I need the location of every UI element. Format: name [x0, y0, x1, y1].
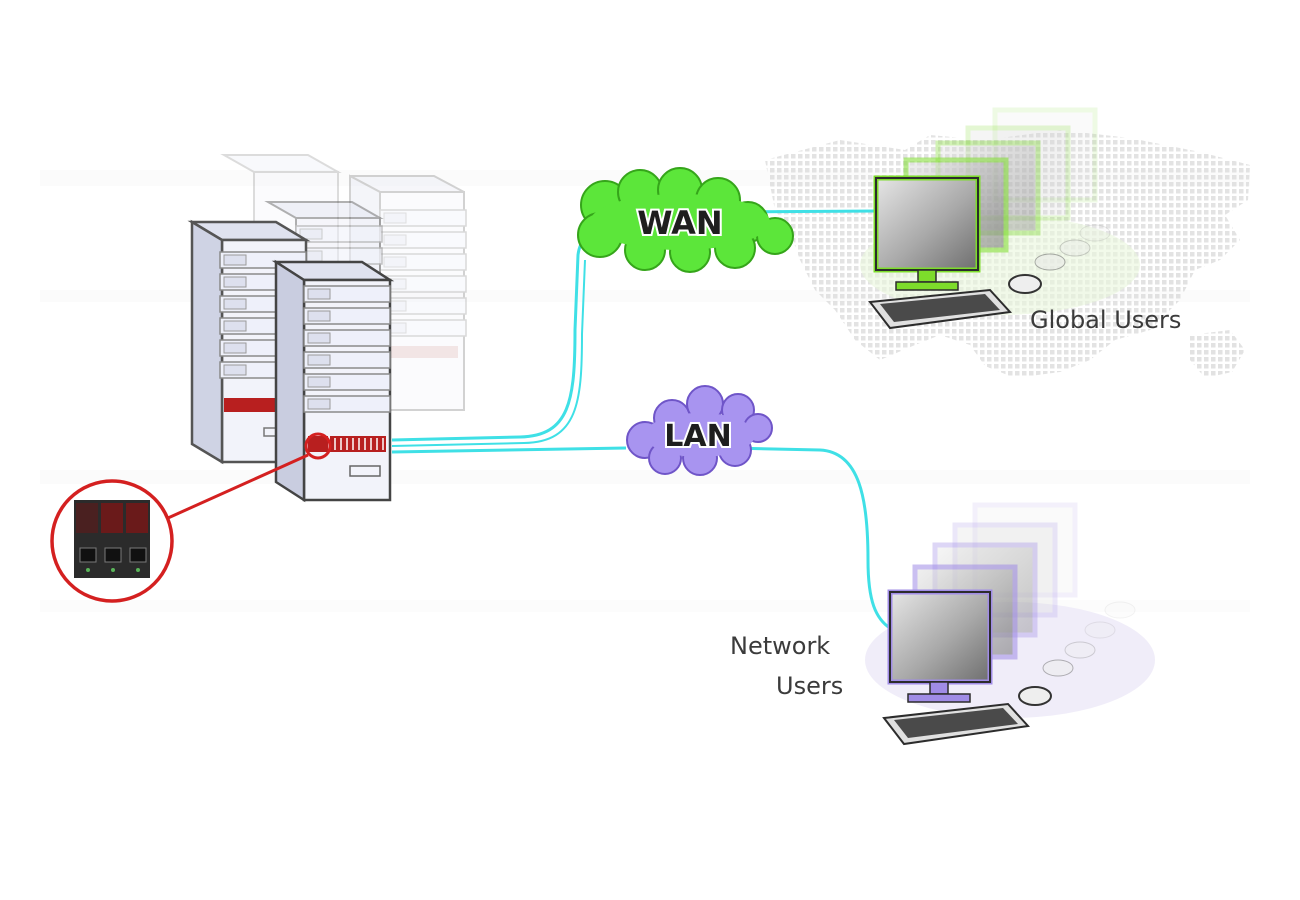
network-users-label-line2: Users	[776, 672, 844, 700]
network-ports-icon	[74, 500, 150, 578]
network-users-label-line1: Network	[730, 632, 831, 660]
keyboard-icon	[868, 288, 1013, 330]
lan-link	[391, 446, 627, 454]
mouse-icon	[1018, 686, 1052, 706]
network-users-label: Network Users	[730, 626, 843, 706]
global-users-label: Global Users	[1030, 306, 1182, 334]
cloud-icon: WAN	[577, 167, 794, 273]
cloud-icon: LAN	[626, 385, 773, 476]
server-rack-icon	[271, 259, 395, 503]
wan-label: WAN	[637, 204, 722, 242]
monitor-icon	[873, 175, 981, 291]
keyboard-icon	[882, 702, 1031, 746]
network-link	[729, 446, 894, 632]
mouse-icon	[1008, 274, 1042, 294]
lan-label: LAN	[664, 419, 731, 454]
monitor-icon	[887, 589, 993, 703]
global-users-group	[860, 107, 1140, 330]
wan-link-parallel	[391, 259, 586, 447]
port-callout	[50, 432, 332, 603]
network-users-group	[865, 502, 1155, 746]
